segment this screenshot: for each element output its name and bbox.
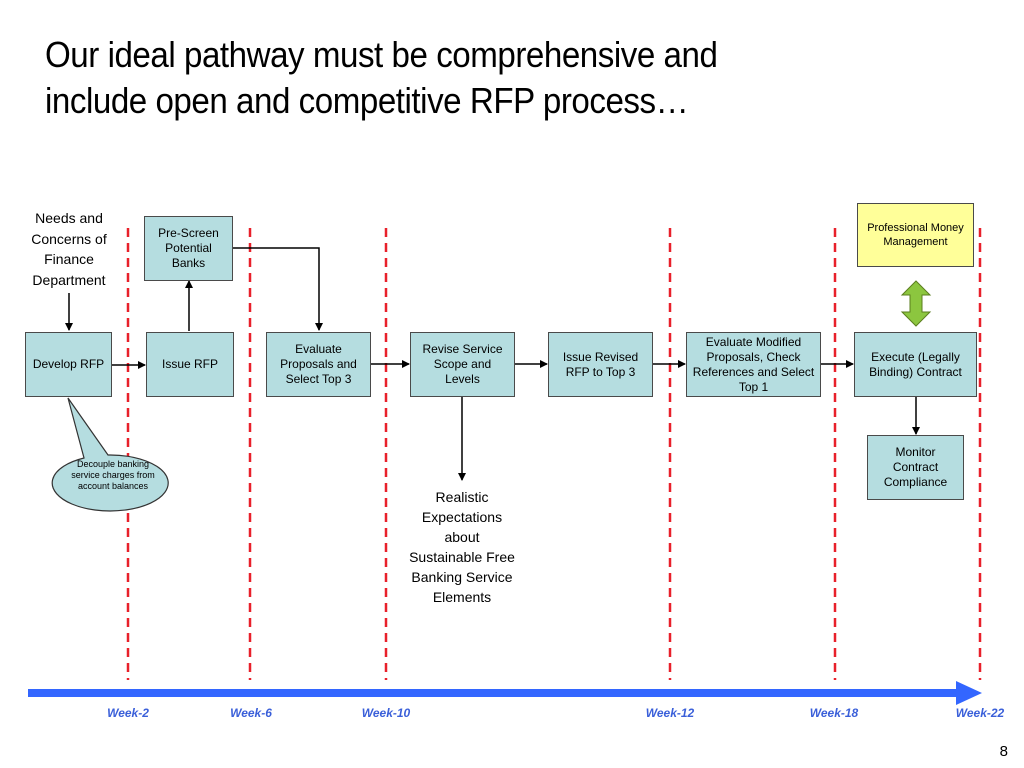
page-number: 8 xyxy=(999,743,1008,760)
week-label: Week-22 xyxy=(955,706,1005,720)
timeline-bar xyxy=(28,689,960,697)
week-label: Week-10 xyxy=(361,706,411,720)
revise-scope-box: Revise Service Scope and Levels xyxy=(410,332,515,397)
week-dividers xyxy=(126,228,982,680)
execute-contract-box: Execute (Legally Binding) Contract xyxy=(854,332,977,397)
issue-revised-rfp-box: Issue Revised RFP to Top 3 xyxy=(548,332,653,397)
double-arrow-icon xyxy=(900,280,932,327)
evaluate-proposals-box: Evaluate Proposals and Select Top 3 xyxy=(266,332,371,397)
monitor-compliance-box: Monitor Contract Compliance xyxy=(867,435,964,500)
evaluate-modified-box: Evaluate Modified Proposals, Check Refer… xyxy=(686,332,821,397)
title-line-2: include open and competitive RFP process… xyxy=(45,80,689,121)
week-label: Week-12 xyxy=(645,706,695,720)
issue-rfp-box: Issue RFP xyxy=(146,332,234,397)
expectations-label: Realistic Expectations about Sustainable… xyxy=(409,489,515,605)
needs-label: Needs and Concerns of Finance Department xyxy=(31,210,107,288)
callout-text: Decouple banking service charges from ac… xyxy=(71,459,155,491)
develop-rfp-box: Develop RFP xyxy=(25,332,112,397)
week-label: Week-6 xyxy=(230,706,272,720)
timeline-arrowhead xyxy=(956,681,982,705)
money-management-box: Professional Money Management xyxy=(857,203,974,267)
callout-bubble xyxy=(51,397,169,512)
slide-title: Our ideal pathway must be comprehensive … xyxy=(45,32,873,124)
title-line-1: Our ideal pathway must be comprehensive … xyxy=(45,34,718,75)
arrow-prescreen-to-evaluate xyxy=(233,247,323,331)
prescreen-box: Pre-Screen Potential Banks xyxy=(144,216,233,281)
week-label: Week-18 xyxy=(809,706,859,720)
week-label: Week-2 xyxy=(107,706,149,720)
